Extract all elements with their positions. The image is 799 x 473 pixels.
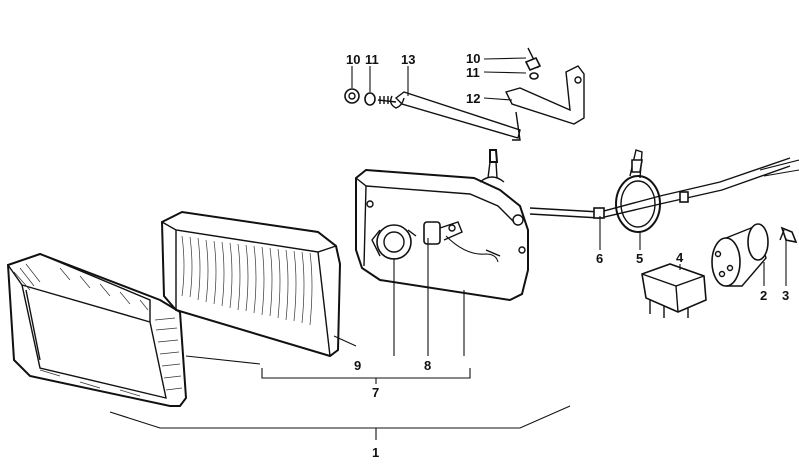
bulb-holder bbox=[371, 224, 417, 260]
lamp-lens bbox=[160, 210, 342, 358]
wiring-harness bbox=[529, 157, 799, 219]
label-11b: 11 bbox=[466, 65, 480, 80]
label-1: 1 bbox=[372, 445, 379, 460]
label-8: 8 bbox=[424, 358, 431, 373]
lamp-housing bbox=[355, 149, 529, 302]
label-10a: 10 bbox=[346, 52, 360, 67]
label-6: 6 bbox=[596, 251, 603, 266]
cable-clamp bbox=[615, 149, 661, 233]
part-labels: 10 11 13 10 11 12 6 5 4 2 3 9 8 7 1 bbox=[346, 51, 789, 460]
lamp-bezel-ring bbox=[6, 252, 188, 407]
mounting-bracket bbox=[344, 47, 585, 141]
connector bbox=[711, 223, 769, 287]
label-4: 4 bbox=[676, 250, 684, 265]
bulb-small bbox=[779, 226, 798, 244]
label-3: 3 bbox=[782, 288, 789, 303]
leader-lines bbox=[109, 57, 787, 440]
label-5: 5 bbox=[636, 251, 643, 266]
label-11a: 11 bbox=[365, 52, 379, 67]
label-2: 2 bbox=[760, 288, 767, 303]
label-12: 12 bbox=[466, 91, 480, 106]
label-13: 13 bbox=[401, 52, 415, 67]
relay bbox=[641, 263, 707, 318]
label-10b: 10 bbox=[466, 51, 480, 66]
label-9: 9 bbox=[354, 358, 361, 373]
label-7: 7 bbox=[372, 385, 379, 400]
bulb bbox=[423, 221, 463, 245]
